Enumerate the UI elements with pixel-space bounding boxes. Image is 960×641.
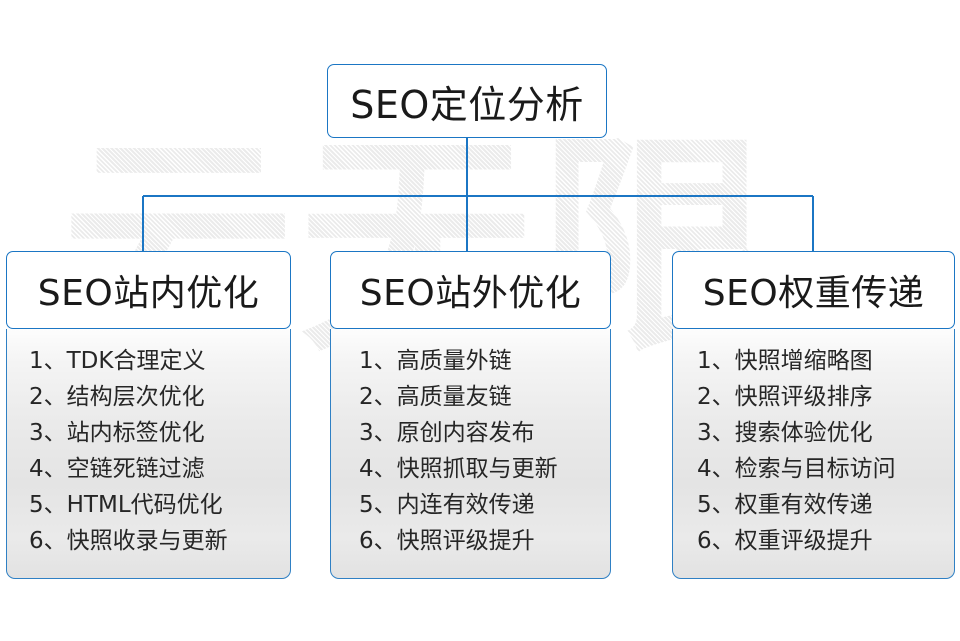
root-node[interactable]: SEO定位分析 — [327, 64, 607, 138]
branch-node-offsite[interactable]: SEO站外优化 1、高质量外链 2、高质量友链 3、原创内容发布 4、快照抓取与… — [330, 251, 611, 579]
root-node-title: SEO定位分析 — [327, 64, 607, 138]
list-item: 6、快照评级提升 — [359, 528, 535, 554]
list-item: 4、快照抓取与更新 — [359, 456, 558, 482]
branch-title-offsite: SEO站外优化 — [330, 251, 611, 329]
list-item: 6、快照收录与更新 — [29, 528, 228, 554]
list-item: 3、站内标签优化 — [29, 420, 205, 446]
list-item: 3、原创内容发布 — [359, 420, 535, 446]
list-item: 2、结构层次优化 — [29, 384, 205, 410]
branch-body-offsite: 1、高质量外链 2、高质量友链 3、原创内容发布 4、快照抓取与更新 5、内连有… — [330, 329, 611, 579]
list-item: 4、空链死链过滤 — [29, 456, 205, 482]
branch-title-onsite: SEO站内优化 — [6, 251, 291, 329]
branch-node-weight[interactable]: SEO权重传递 1、快照增缩略图 2、快照评级排序 3、搜索体验优化 4、检索与… — [672, 251, 955, 579]
list-item: 5、权重有效传递 — [697, 492, 873, 518]
branch-list-offsite: 1、高质量外链 2、高质量友链 3、原创内容发布 4、快照抓取与更新 5、内连有… — [331, 343, 610, 559]
list-item: 2、高质量友链 — [359, 384, 512, 410]
branch-list-weight: 1、快照增缩略图 2、快照评级排序 3、搜索体验优化 4、检索与目标访问 5、权… — [673, 343, 954, 559]
list-item: 6、权重评级提升 — [697, 528, 873, 554]
list-item: 3、搜索体验优化 — [697, 420, 873, 446]
list-item: 1、高质量外链 — [359, 348, 512, 374]
branch-body-weight: 1、快照增缩略图 2、快照评级排序 3、搜索体验优化 4、检索与目标访问 5、权… — [672, 329, 955, 579]
branch-node-onsite[interactable]: SEO站内优化 1、TDK合理定义 2、结构层次优化 3、站内标签优化 4、空链… — [6, 251, 291, 579]
list-item: 5、HTML代码优化 — [29, 492, 223, 518]
branch-body-onsite: 1、TDK合理定义 2、结构层次优化 3、站内标签优化 4、空链死链过滤 5、H… — [6, 329, 291, 579]
list-item: 2、快照评级排序 — [697, 384, 873, 410]
branch-title-weight: SEO权重传递 — [672, 251, 955, 329]
list-item: 1、TDK合理定义 — [29, 348, 206, 374]
list-item: 1、快照增缩略图 — [697, 348, 873, 374]
list-item: 5、内连有效传递 — [359, 492, 535, 518]
list-item: 4、检索与目标访问 — [697, 456, 896, 482]
branch-list-onsite: 1、TDK合理定义 2、结构层次优化 3、站内标签优化 4、空链死链过滤 5、H… — [7, 343, 290, 559]
